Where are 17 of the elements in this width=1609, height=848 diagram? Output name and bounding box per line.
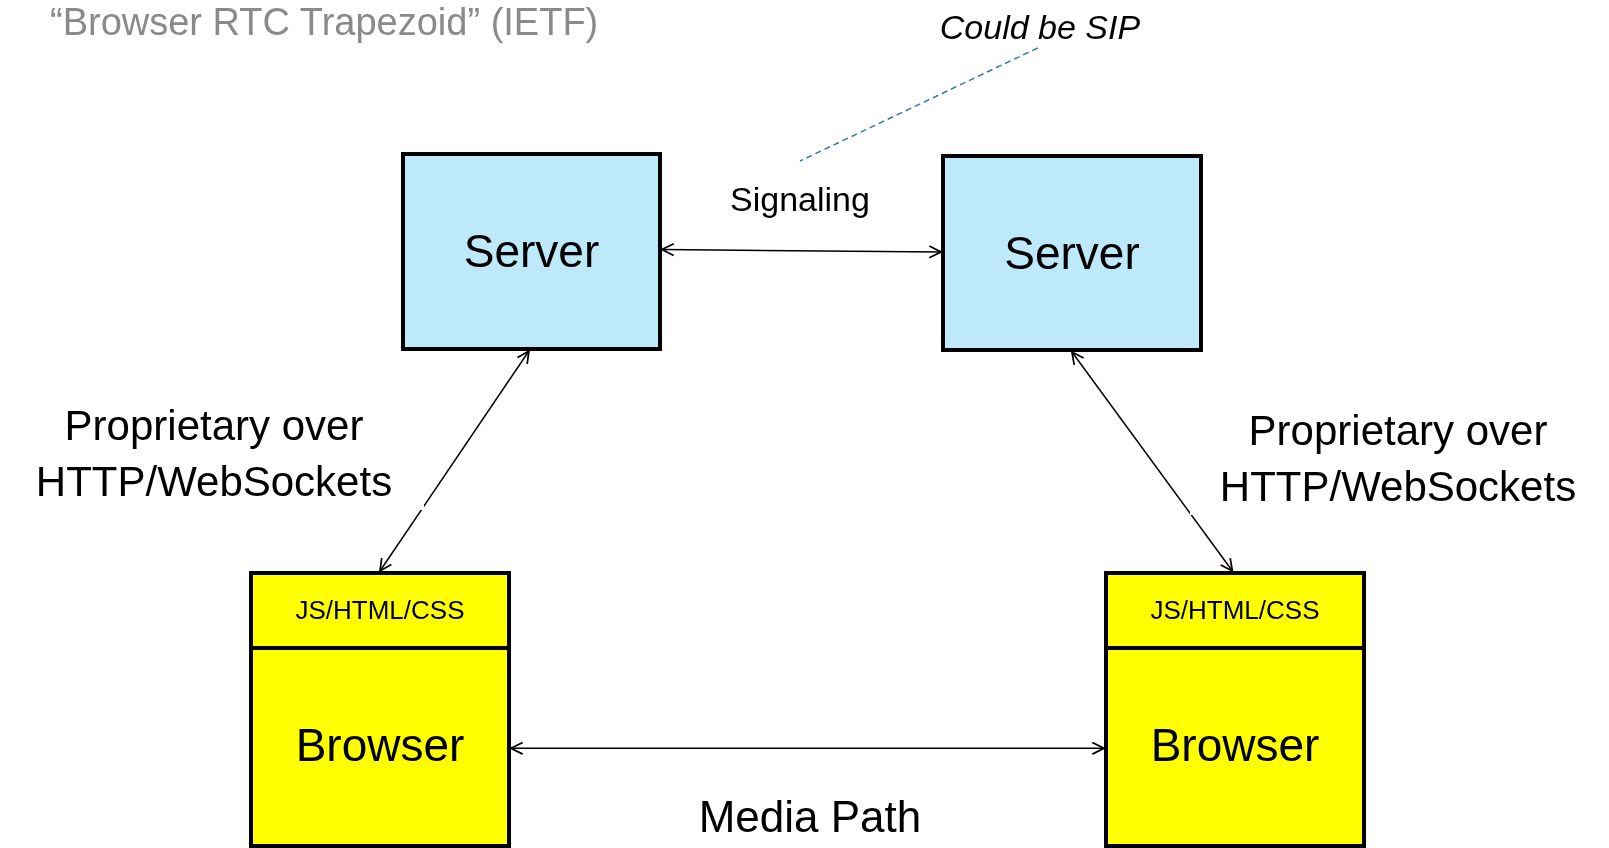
double-arrow: [661, 242, 942, 259]
server-label: Server: [1004, 225, 1140, 281]
server-label: Server: [463, 224, 600, 279]
double-arrow: [379, 350, 530, 572]
title: “Browser RTC Trapezoid” (IETF): [50, 0, 599, 44]
header-label: JS/HTML/CSS: [1108, 575, 1362, 650]
leader-line: [799, 47, 1039, 162]
browser-box: [249, 571, 511, 848]
browser-label: Browser: [294, 717, 466, 773]
server-box: [941, 154, 1203, 352]
server-box: [401, 152, 662, 351]
double-arrow: [510, 741, 1105, 755]
note-text: Could be SIP: [939, 6, 1141, 48]
header-label: JS/HTML/CSS: [253, 575, 507, 650]
double-arrow: [1071, 351, 1234, 572]
browser-label: Browser: [1149, 717, 1321, 773]
browser-box: [1104, 571, 1366, 848]
